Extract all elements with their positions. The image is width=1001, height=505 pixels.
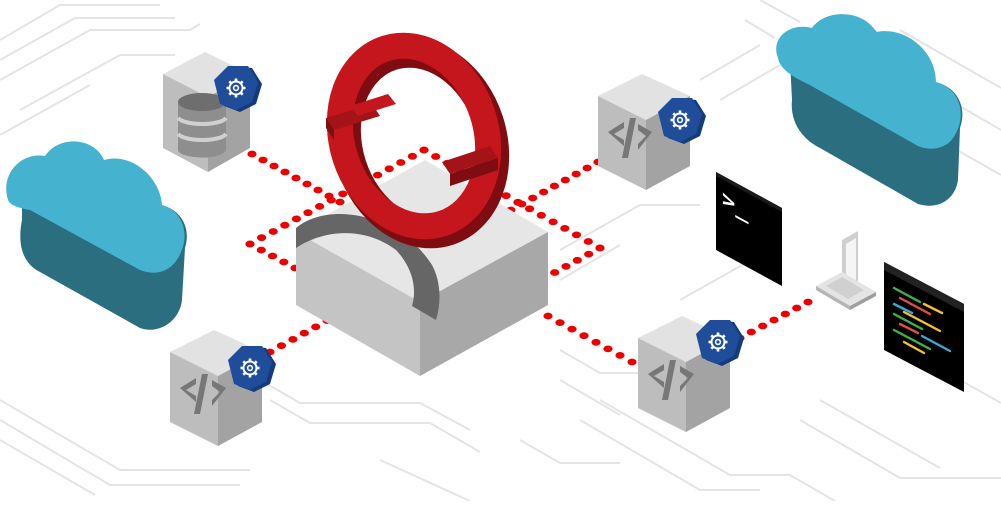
- connector-dot: [268, 228, 278, 235]
- connector-dot: [539, 188, 549, 196]
- connector-dot: [536, 211, 546, 219]
- connector-dot: [396, 159, 406, 166]
- connector-dot: [769, 316, 779, 324]
- code-editor-icon: [884, 262, 964, 392]
- connector-dot: [291, 174, 301, 182]
- connector-dot: [315, 203, 325, 210]
- connector-dot: [549, 182, 560, 190]
- connector-dot: [615, 352, 625, 359]
- connector-dot: [279, 258, 289, 266]
- connector-dot: [267, 252, 278, 260]
- connector-dot: [291, 215, 301, 223]
- connector-dot: [567, 325, 577, 333]
- connector-dot: [582, 164, 592, 172]
- connector-dot: [280, 221, 290, 229]
- right-cloud-icon: [776, 14, 963, 206]
- connector-dot: [326, 196, 336, 204]
- connector-dot: [256, 246, 266, 254]
- database-box: [163, 52, 262, 172]
- code-box-bottom-right: [638, 316, 744, 432]
- connector-dot: [561, 263, 571, 270]
- connector-dot: [335, 198, 345, 206]
- connector-dot: [584, 250, 594, 258]
- connector-dot: [572, 256, 582, 264]
- connector-dot: [245, 240, 255, 248]
- connector-dot: [803, 298, 813, 306]
- connector-dot: [758, 322, 768, 330]
- connector-dot: [560, 225, 570, 232]
- connector-dot: [528, 194, 538, 202]
- connector-dot: [543, 312, 553, 320]
- connector-dot: [247, 150, 257, 158]
- gear-badge: [228, 346, 276, 392]
- connector-dot: [571, 231, 582, 239]
- connector-dot: [548, 218, 558, 226]
- connector-dot: [780, 310, 790, 318]
- openshift-ring-icon: [326, 32, 510, 249]
- connector-dot: [257, 234, 267, 242]
- connector-dot: [595, 244, 605, 252]
- gear-badge: [214, 66, 262, 112]
- connector-dot: [431, 153, 441, 160]
- connector-dot: [591, 338, 601, 346]
- connector-dot: [746, 328, 756, 336]
- code-icon: [648, 360, 694, 400]
- connector-dot: [560, 176, 570, 184]
- connector-dot: [792, 304, 802, 312]
- connector-dot: [384, 165, 394, 173]
- connector-dot: [299, 329, 309, 337]
- connector-dot: [419, 146, 429, 154]
- connector-dot: [571, 170, 581, 178]
- connector-dot: [513, 198, 523, 206]
- gear-badge: [658, 98, 706, 144]
- connector-dot: [311, 323, 321, 331]
- central-platform-box: [296, 160, 548, 376]
- code-box-bottom-left: [170, 330, 276, 446]
- connector-dot: [603, 345, 613, 353]
- connector-dot: [550, 269, 560, 276]
- left-cloud-icon: [6, 141, 187, 330]
- connector-dot: [288, 336, 298, 343]
- terminal-icon: >_: [716, 172, 782, 286]
- code-box-top-right: [598, 74, 706, 190]
- connector-dot: [280, 168, 290, 176]
- code-icon: [180, 374, 226, 414]
- gear-badge: [696, 320, 744, 366]
- connector-dot: [583, 238, 593, 245]
- connector-dot: [269, 162, 279, 170]
- connector-dot: [373, 171, 383, 179]
- connector-dot: [627, 358, 637, 366]
- connector-dot: [302, 180, 312, 188]
- connector-dot: [555, 319, 565, 326]
- connector-dot: [579, 332, 589, 340]
- connector-dot: [276, 342, 286, 350]
- laptop-icon: [816, 231, 876, 310]
- connector-dot: [525, 205, 535, 213]
- database-icon: [176, 93, 228, 158]
- connector-dot: [338, 190, 348, 198]
- connector-dot: [501, 192, 511, 200]
- connector-dot: [258, 156, 268, 164]
- connector-dot: [313, 186, 323, 194]
- connector-dot: [407, 152, 417, 160]
- code-icon: [608, 118, 652, 158]
- connector-dot: [303, 209, 313, 217]
